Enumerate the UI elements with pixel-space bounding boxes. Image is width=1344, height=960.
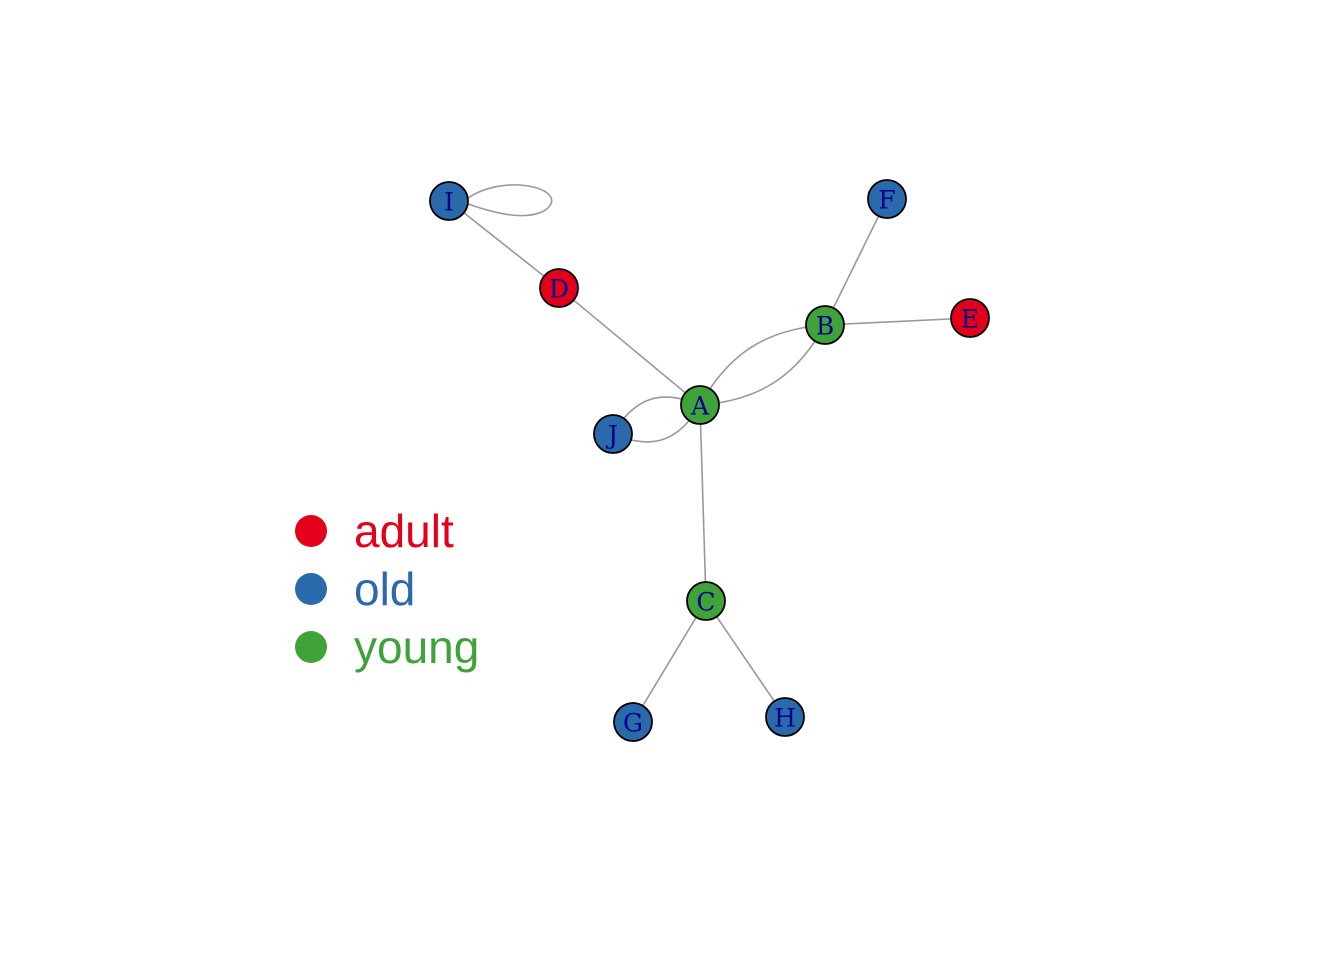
- node-c: C: [686, 581, 726, 621]
- node-label-f: F: [878, 186, 895, 215]
- legend-swatch-adult: [295, 515, 327, 547]
- node-i: I: [429, 181, 469, 221]
- node-label-b: B: [816, 312, 834, 341]
- node-h: H: [765, 697, 805, 737]
- node-circle-b: [805, 305, 845, 345]
- edge-c-h: [705, 600, 786, 718]
- node-d: D: [539, 268, 579, 308]
- legend-label-young: young: [354, 621, 479, 673]
- edge-i-i: [467, 184, 553, 217]
- node-label-g: G: [623, 709, 643, 738]
- edge-b-a: [699, 324, 826, 406]
- node-circle-a: [680, 385, 720, 425]
- edge-a-b: [699, 324, 826, 406]
- edge-d-i: [448, 200, 560, 289]
- edge-b-e: [824, 317, 971, 326]
- legend-swatch-old: [295, 573, 327, 605]
- edges-layer: [448, 184, 971, 723]
- nodes-layer: A B C D E F G H I J: [429, 179, 990, 742]
- node-g: G: [613, 702, 653, 742]
- node-b: B: [805, 305, 845, 345]
- legend-label-old: old: [354, 563, 415, 615]
- node-circle-d: [539, 268, 579, 308]
- node-label-d: D: [549, 275, 569, 304]
- node-label-e: E: [961, 305, 979, 334]
- legend-label-adult: adult: [354, 505, 454, 557]
- node-circle-e: [950, 298, 990, 338]
- node-circle-i: [429, 181, 469, 221]
- node-a: A: [680, 385, 720, 425]
- node-label-c: C: [696, 588, 715, 617]
- node-circle-h: [765, 697, 805, 737]
- node-circle-g: [613, 702, 653, 742]
- legend-swatch-young: [295, 631, 327, 663]
- edge-a-c: [699, 404, 707, 602]
- node-label-i: I: [444, 188, 454, 217]
- legend: adult old young: [295, 505, 479, 673]
- node-label-a: A: [690, 392, 710, 421]
- node-label-h: H: [774, 704, 796, 733]
- node-circle-f: [867, 179, 907, 219]
- node-f: F: [867, 179, 907, 219]
- node-circle-j: [593, 414, 633, 454]
- node-circle-c: [686, 581, 726, 621]
- edge-b-f: [824, 198, 888, 326]
- edge-c-g: [632, 600, 707, 723]
- node-j: J: [593, 414, 633, 454]
- node-label-j: J: [605, 421, 618, 450]
- node-e: E: [950, 298, 990, 338]
- edge-a-d: [558, 287, 701, 406]
